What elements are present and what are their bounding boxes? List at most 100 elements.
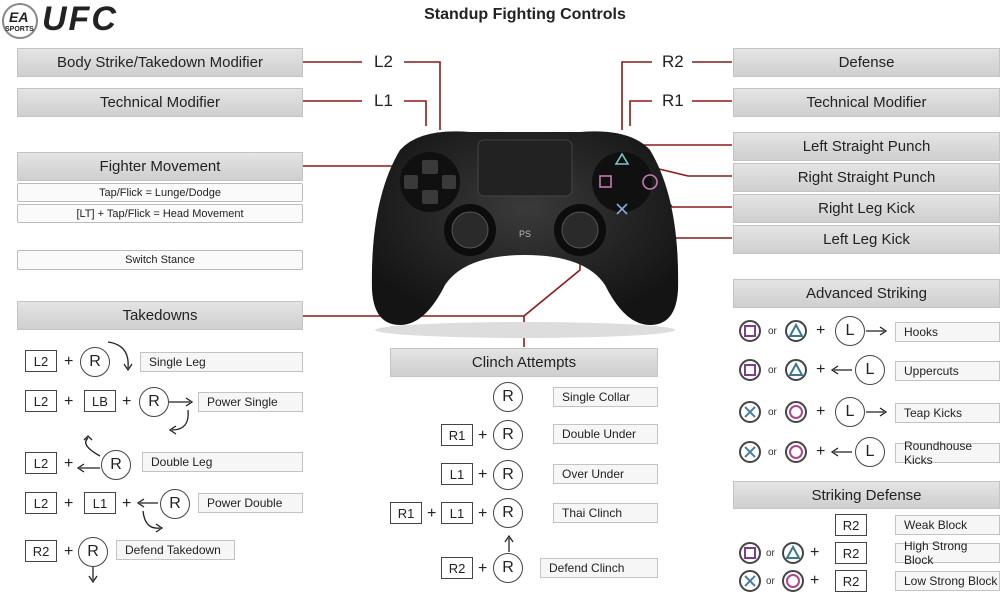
circle-icon (782, 570, 804, 592)
key-badge: L2 (25, 350, 57, 372)
right-stick-icon: R (493, 498, 523, 528)
key-badge: L2 (25, 390, 57, 412)
right-stick-icon: R (101, 450, 131, 480)
l2-label: L2 (370, 52, 397, 72)
right-stick-icon: R (493, 420, 523, 450)
move-label: Thai Clinch (553, 503, 658, 523)
plus-sign: + (810, 544, 820, 561)
header-takedowns: Takedowns (17, 301, 303, 330)
key-badge: L2 (25, 452, 57, 474)
or-text: or (766, 548, 775, 559)
tap-flick-note: Tap/Flick = Lunge/Dodge (17, 183, 303, 202)
triangle-icon (785, 359, 807, 381)
left-stick-icon: L (855, 437, 885, 467)
right-stick-icon: R (160, 489, 190, 519)
plus-sign: + (64, 393, 74, 410)
move-label: Roundhouse Kicks (895, 439, 1000, 467)
or-text: or (768, 447, 777, 458)
move-label: Defend Clinch (540, 558, 658, 578)
left-stick-icon: L (835, 316, 865, 346)
header-technical-modifier-right: Technical Modifier (733, 88, 1000, 117)
key-badge: R2 (835, 542, 867, 564)
plus-sign: + (64, 353, 74, 370)
cross-icon (739, 401, 761, 423)
plus-sign: + (816, 403, 826, 420)
svg-text:PS: PS (519, 229, 531, 239)
plus-sign: + (122, 393, 132, 410)
plus-sign: + (64, 543, 74, 560)
move-label: Double Under (553, 424, 658, 444)
move-label: Power Double (198, 493, 303, 513)
head-movement-note: [LT] + Tap/Flick = Head Movement (17, 204, 303, 223)
plus-sign: + (122, 495, 132, 512)
or-text: or (768, 326, 777, 337)
plus-sign: + (478, 505, 488, 522)
move-label: Hooks (895, 322, 1000, 342)
header-right-leg-kick: Right Leg Kick (733, 194, 1000, 223)
right-stick-icon: R (493, 553, 523, 583)
key-badge: R2 (25, 540, 57, 562)
left-stick-icon: L (835, 397, 865, 427)
square-icon (739, 542, 761, 564)
ps4-controller: PS (371, 131, 679, 338)
or-text: or (768, 365, 777, 376)
circle-icon (785, 401, 807, 423)
right-stick-icon: R (78, 537, 108, 567)
r2-label: R2 (658, 52, 688, 72)
key-badge: LB (84, 390, 116, 412)
plus-sign: + (810, 572, 820, 589)
header-clinch-attempts: Clinch Attempts (390, 348, 658, 377)
triangle-icon (782, 542, 804, 564)
left-stick-icon: L (855, 355, 885, 385)
header-fighter-movement: Fighter Movement (17, 152, 303, 181)
move-label: Low Strong Block (895, 571, 1000, 591)
cross-icon (739, 570, 761, 592)
key-badge: L1 (441, 502, 473, 524)
move-label: Weak Block (895, 515, 1000, 535)
header-right-straight-punch: Right Straight Punch (733, 163, 1000, 192)
plus-sign: + (816, 443, 826, 460)
key-badge: R1 (441, 424, 473, 446)
plus-sign: + (478, 560, 488, 577)
ea-sports-logo: EA SPORTS (2, 3, 38, 39)
move-label: Over Under (553, 464, 658, 484)
plus-sign: + (478, 466, 488, 483)
header-defense: Defense (733, 48, 1000, 77)
page-title: Standup Fighting Controls (424, 6, 626, 23)
move-label: Double Leg (142, 452, 303, 472)
key-badge: L2 (25, 492, 57, 514)
plus-sign: + (64, 455, 74, 472)
triangle-icon (785, 320, 807, 342)
header-left-straight-punch: Left Straight Punch (733, 132, 1000, 161)
key-badge: R2 (835, 570, 867, 592)
sports-logo-text: SPORTS (5, 26, 34, 33)
header-striking-defense: Striking Defense (733, 481, 1000, 509)
header-body-strike-modifier: Body Strike/Takedown Modifier (17, 48, 303, 77)
key-badge: R1 (390, 502, 422, 524)
cross-icon (739, 441, 761, 463)
ea-logo-text: EA (9, 9, 29, 25)
move-label: Power Single (198, 392, 303, 412)
move-label: Teap Kicks (895, 403, 1000, 423)
key-badge: R2 (441, 557, 473, 579)
header-technical-modifier-left: Technical Modifier (17, 88, 303, 117)
l1-label: L1 (370, 91, 397, 111)
move-label: High Strong Block (895, 539, 1000, 567)
header-left-leg-kick: Left Leg Kick (733, 225, 1000, 254)
plus-sign: + (816, 322, 826, 339)
plus-sign: + (64, 495, 74, 512)
or-text: or (766, 576, 775, 587)
ufc-logo: UFC (42, 0, 118, 38)
move-label: Defend Takedown (116, 540, 235, 560)
switch-stance-note: Switch Stance (17, 250, 303, 270)
right-stick-icon: R (80, 347, 110, 377)
key-badge: L1 (441, 463, 473, 485)
plus-sign: + (816, 361, 826, 378)
move-label: Single Collar (553, 387, 658, 407)
circle-icon (785, 441, 807, 463)
key-badge: L1 (84, 492, 116, 514)
plus-sign: + (427, 505, 437, 522)
right-stick-icon: R (493, 460, 523, 490)
square-icon (739, 359, 761, 381)
